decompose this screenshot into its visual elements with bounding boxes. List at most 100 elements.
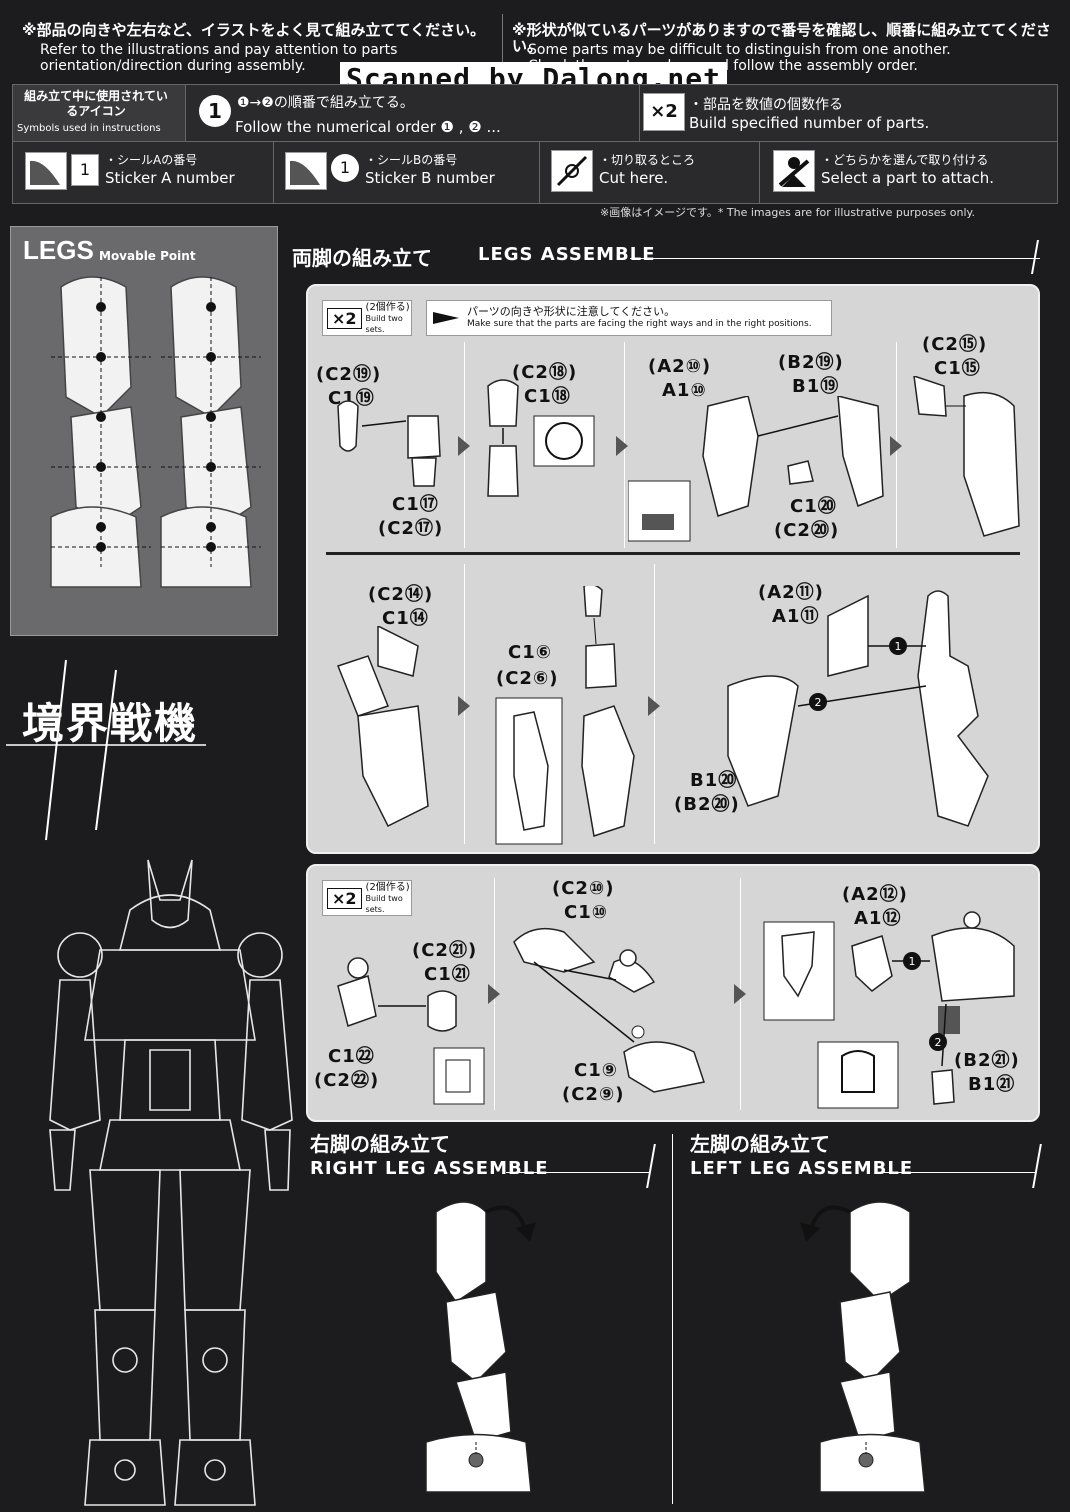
kyoukai-senki-logo: 境界戦機 xyxy=(6,650,206,850)
select-jp: ・どちらかを選んで取り付ける xyxy=(821,153,989,167)
left-leg-divider xyxy=(672,1134,673,1504)
part-illustration-c6 xyxy=(495,586,635,845)
part-label: (A2⑩) xyxy=(648,356,712,377)
part-label: C1⑩ xyxy=(564,902,608,923)
order-en: Follow the numerical order ❶ , ❷ ... xyxy=(235,118,501,136)
section-title-jp: 両脚の組み立て xyxy=(292,246,432,270)
row-separator xyxy=(326,552,1020,555)
part-label: C1㉒ xyxy=(328,1046,375,1067)
cut-en: Cut here. xyxy=(599,169,669,187)
step-arrow-1 xyxy=(458,436,470,456)
part-label: A1⑩ xyxy=(662,380,707,401)
orientation-note-en: Make sure that the parts are facing the … xyxy=(467,319,812,329)
symbols-title: 組み立て中に使用されているアイコン Symbols used in instru… xyxy=(13,85,186,141)
right-leg-line xyxy=(506,1172,650,1173)
part-label: (C2⑨) xyxy=(562,1084,625,1105)
image-note: ※画像はイメージです。* The images are for illustra… xyxy=(600,206,975,219)
order-jp: ❶→❷の順番で組み立てる。 xyxy=(237,95,414,111)
left-leg-title-en: LEFT LEG ASSEMBLE xyxy=(690,1158,914,1179)
sticker-a-num-box: 1 xyxy=(71,154,99,186)
sticker-b-icon xyxy=(285,152,327,190)
x2-badge-1: ×2 (2個作る) Build two sets. xyxy=(322,300,412,336)
part-label: (C2⑳) xyxy=(774,520,840,541)
right-leg-tick xyxy=(646,1144,656,1188)
step-arrow-3 xyxy=(890,436,902,456)
part-illustration-c19 xyxy=(337,400,441,487)
multi-jp: ・部品を数値の個数作る xyxy=(689,97,843,113)
part-illustration-c10-c9 xyxy=(513,927,705,1093)
multi-en: Build specified number of parts. xyxy=(689,114,930,132)
symbols-title-jp: 組み立て中に使用されているアイコン xyxy=(24,89,168,118)
part-illustration-c15 xyxy=(913,376,1020,537)
select-en: Select a part to attach. xyxy=(821,169,995,187)
select-icon xyxy=(773,150,815,192)
right-leg-title-en: RIGHT LEG ASSEMBLE xyxy=(310,1158,549,1179)
part-illustration-c18 xyxy=(487,379,595,497)
assembly-panel-2: ×2 (2個作る) Build two sets. (C2㉑) C1㉑ C1㉒ … xyxy=(306,864,1040,1122)
part-label: (C2⑭) xyxy=(368,584,434,605)
part-label: C1⑳ xyxy=(790,496,837,517)
x2-jp: (2個作る) xyxy=(365,881,410,893)
part-label: (C2⑲) xyxy=(316,364,382,385)
part-label: (A2⑪) xyxy=(758,582,824,603)
part-label: (C2⑥) xyxy=(496,668,559,689)
part-label: B1⑲ xyxy=(792,376,840,397)
right-leg-title-jp: 右脚の組み立て xyxy=(310,1132,450,1156)
part-label: C1⑱ xyxy=(524,386,571,407)
part-label: A1⑫ xyxy=(854,908,902,929)
right-leg-section: 右脚の組み立て RIGHT LEG ASSEMBLE xyxy=(306,1126,670,1506)
sticker-b-num-circle: 1 xyxy=(331,154,359,182)
note2-jp: ※形状が似ているパーツがありますので番号を確認し、順番に組み立ててください。 xyxy=(512,21,1051,55)
part-label: (C2⑩) xyxy=(552,878,615,899)
assembly-panel-1: ×2 (2個作る) Build two sets. パーツの向きや形状に注意して… xyxy=(306,284,1040,854)
part-illustration-a12-b21: 1 2 xyxy=(763,911,1015,1109)
sticker-corner-icon-b xyxy=(290,160,320,185)
legs-title: LEGS xyxy=(23,235,94,265)
part-illustration-c21 xyxy=(337,957,485,1105)
section-title-en: LEGS ASSEMBLE xyxy=(478,244,656,265)
logo-text: 境界戦機 xyxy=(22,699,199,748)
part-label: (B2㉑) xyxy=(954,1050,1020,1071)
part-label: (C2㉑) xyxy=(412,940,478,961)
x2-icon: ×2 xyxy=(327,307,362,329)
part-label: (C2⑮) xyxy=(922,334,988,355)
part-label: C1㉑ xyxy=(424,964,471,985)
part-label: (A2⑫) xyxy=(842,884,908,905)
multi-icon: ×2 xyxy=(643,93,685,131)
right-leg-illustration xyxy=(425,1201,536,1493)
scissors-icon xyxy=(556,155,588,187)
orientation-note: パーツの向きや形状に注意してください。 Make sure that the p… xyxy=(426,300,832,336)
sticker-a-jp: ・シールAの番号 xyxy=(105,153,198,167)
sticker-b-jp: ・シールBの番号 xyxy=(365,153,458,167)
header-divider xyxy=(502,14,503,72)
step-arrow-6 xyxy=(488,984,500,1004)
part-label: B1㉑ xyxy=(968,1074,1016,1095)
sym-div2 xyxy=(539,142,540,204)
step-num-1: 1 xyxy=(895,640,902,653)
sym-div1 xyxy=(273,142,274,204)
part-label: B1⑳ xyxy=(690,770,738,791)
left-leg-tick xyxy=(1032,1144,1042,1188)
part-label: C1⑥ xyxy=(508,642,552,663)
section-title-tick xyxy=(1031,240,1039,274)
part-label: C1⑭ xyxy=(382,608,429,629)
symbols-table: 組み立て中に使用されているアイコン Symbols used in instru… xyxy=(12,84,1058,204)
part-illustration-a11-b20: 1 2 xyxy=(727,590,989,827)
part-label: (C2⑰) xyxy=(378,518,444,539)
part-illustration-c14 xyxy=(337,626,429,828)
direction-arrow-icon xyxy=(433,312,459,324)
step-num-2: 2 xyxy=(815,696,822,709)
select-part-icon xyxy=(778,157,810,187)
part-illustration-a10-b19 xyxy=(628,396,884,542)
step-arrow-4 xyxy=(458,696,470,716)
sticker-b-en: Sticker B number xyxy=(365,169,495,187)
left-leg-line xyxy=(876,1172,1036,1173)
part-label: (C2㉒) xyxy=(314,1070,380,1091)
step-arrow-5 xyxy=(648,696,660,716)
part-label: C1⑮ xyxy=(934,358,981,379)
x2-badge-2: ×2 (2個作る) Build two sets. xyxy=(322,880,412,916)
sticker-corner-icon xyxy=(30,160,60,185)
sticker-a-icon xyxy=(25,152,67,190)
sticker-a-en: Sticker A number xyxy=(105,169,235,187)
step-arrow-2 xyxy=(616,436,628,456)
